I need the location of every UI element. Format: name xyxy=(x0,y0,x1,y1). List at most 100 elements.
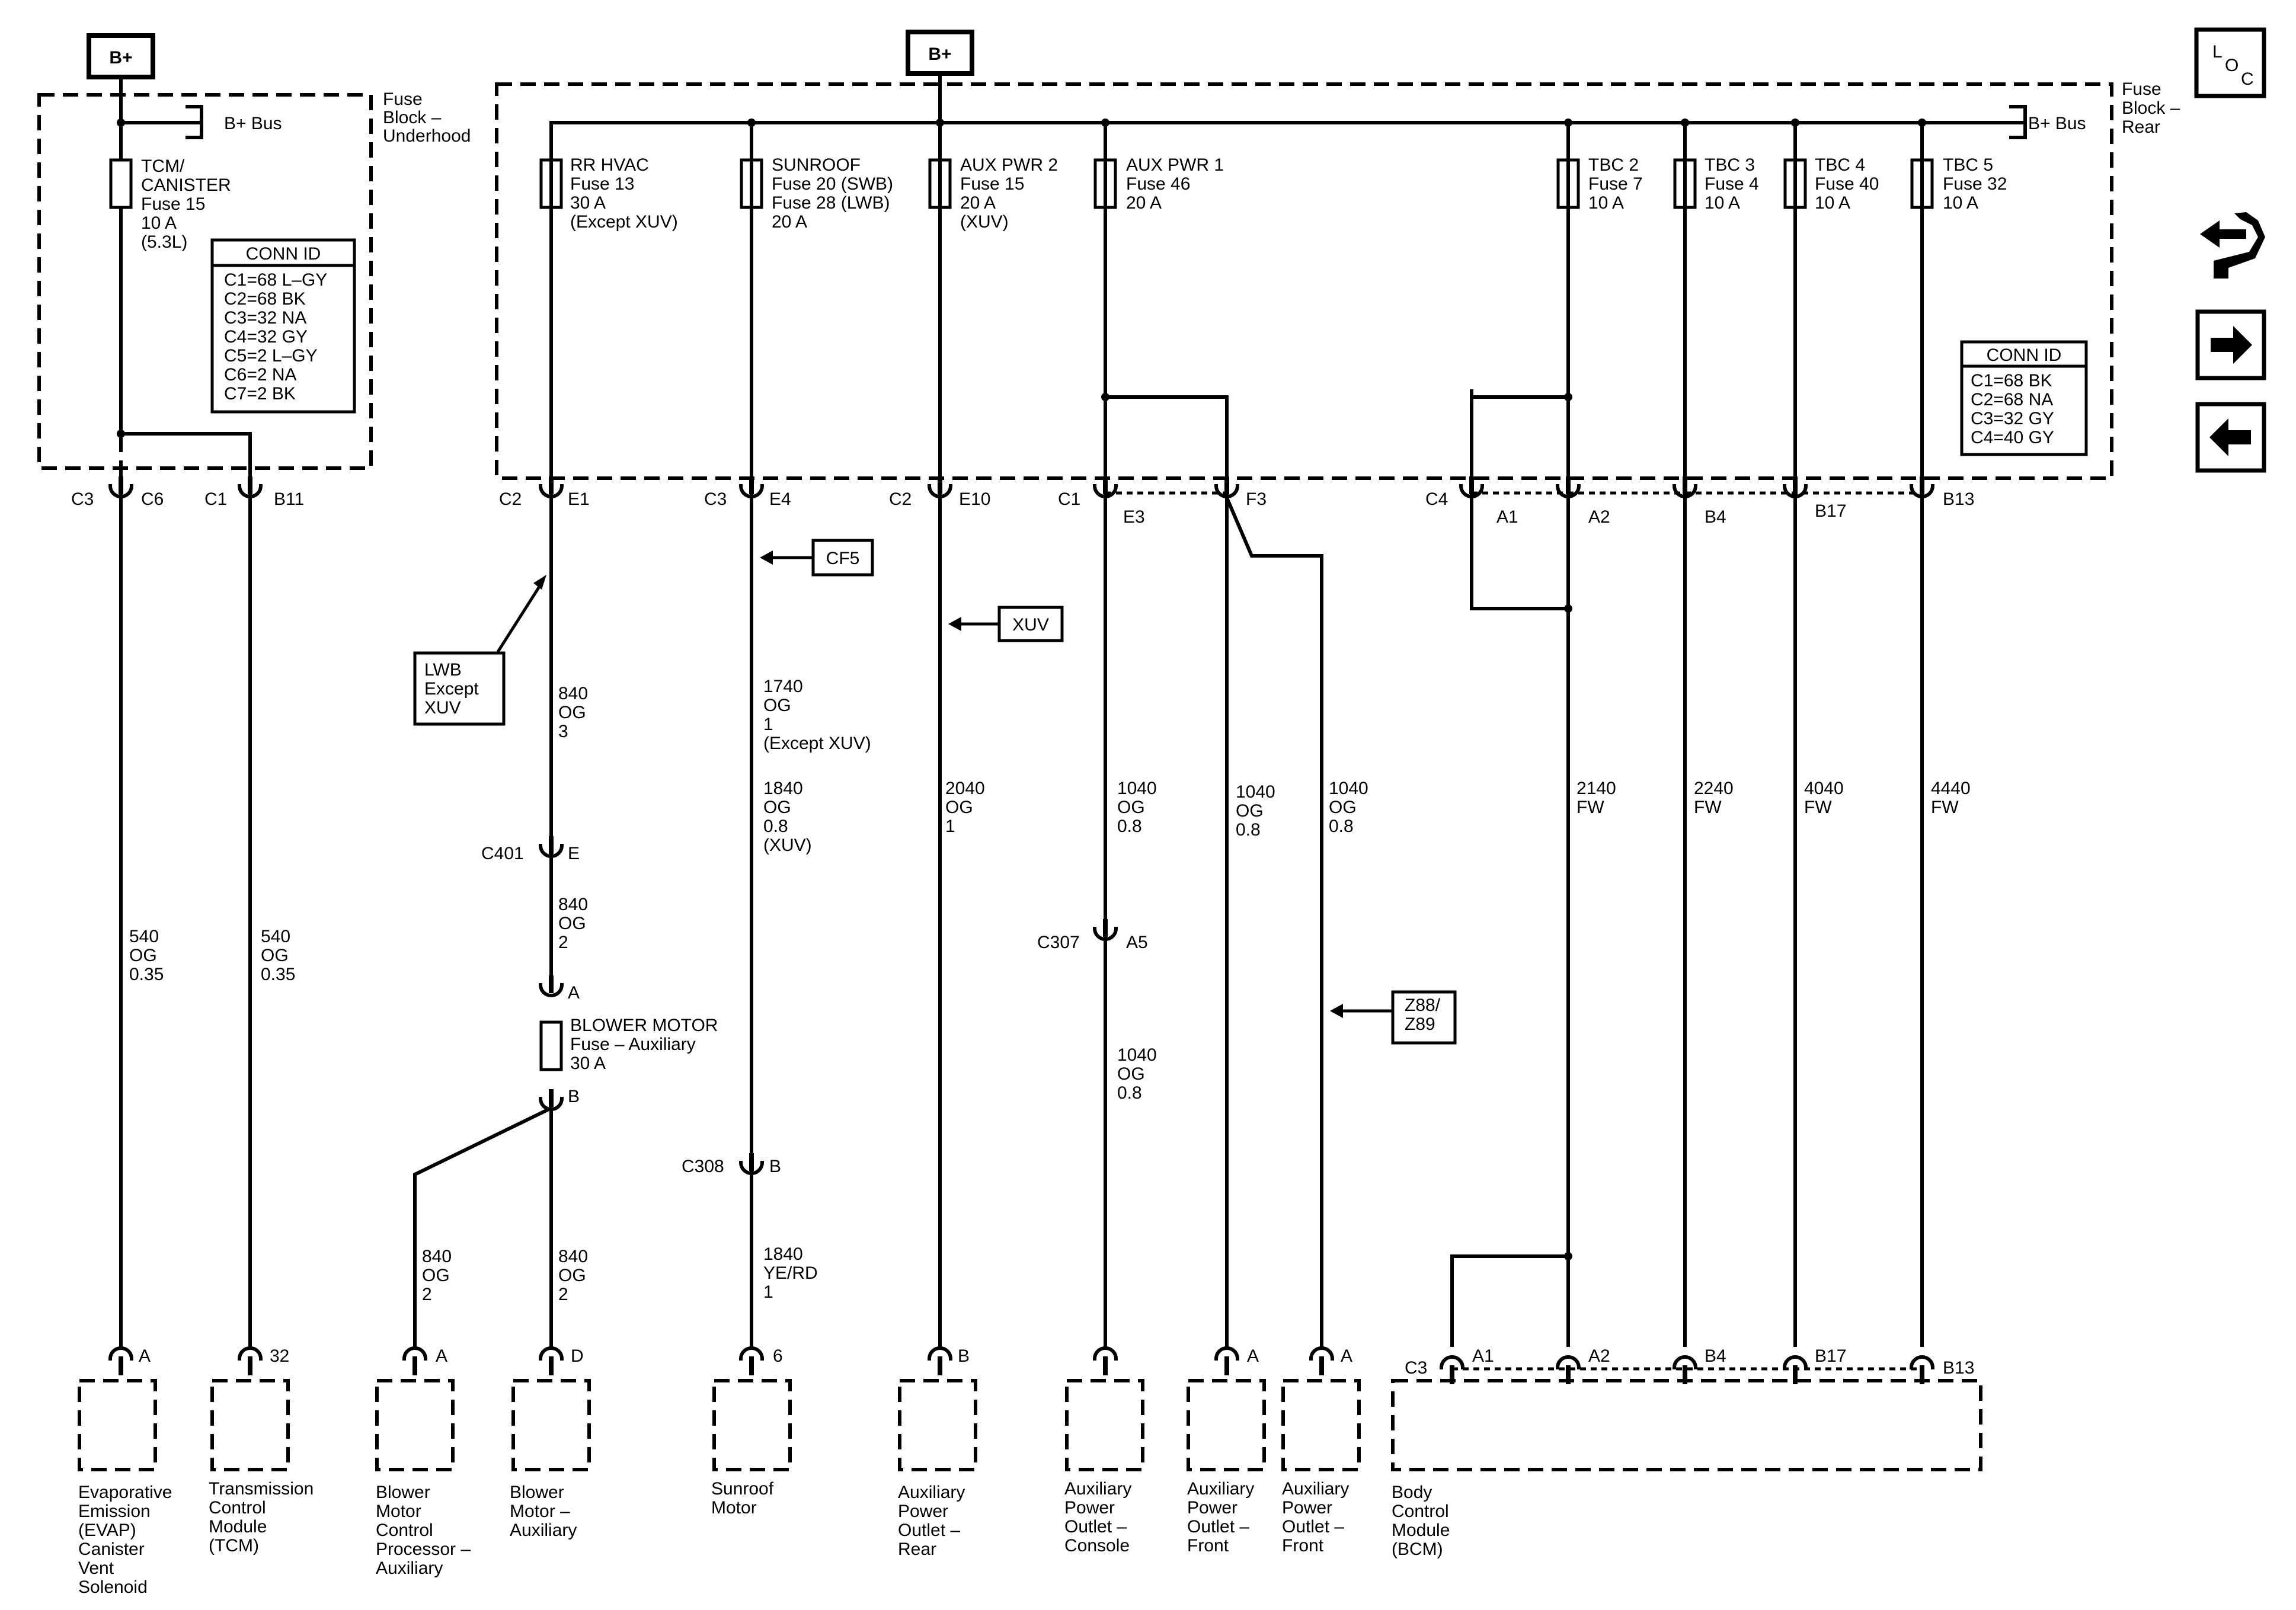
svg-text:Motor –: Motor – xyxy=(510,1502,570,1521)
connector-pin xyxy=(549,1356,554,1375)
harness-routing-icon[interactable] xyxy=(2200,212,2265,279)
svg-text:CF5: CF5 xyxy=(826,549,860,568)
svg-text:2: 2 xyxy=(558,1285,568,1304)
svg-text:Control: Control xyxy=(1392,1502,1449,1521)
svg-text:Sunroof: Sunroof xyxy=(711,1479,774,1499)
connector-pin xyxy=(1920,476,1924,494)
svg-text:A5: A5 xyxy=(1126,933,1148,952)
svg-text:TBC 3: TBC 3 xyxy=(1705,155,1755,175)
flag-xuv: XUV xyxy=(948,606,1064,642)
svg-text:Front: Front xyxy=(1282,1536,1324,1555)
svg-text:1040: 1040 xyxy=(1117,1045,1157,1065)
svg-text:Rear: Rear xyxy=(898,1539,936,1559)
svg-text:B13: B13 xyxy=(1943,1358,1974,1378)
svg-text:E: E xyxy=(568,844,580,863)
svg-text:C2=68 NA: C2=68 NA xyxy=(1971,390,2053,409)
connector-cup xyxy=(108,484,134,498)
svg-text:B13: B13 xyxy=(1943,489,1974,509)
svg-text:YE/RD: YE/RD xyxy=(763,1263,818,1283)
svg-text:540: 540 xyxy=(129,927,159,946)
svg-text:6: 6 xyxy=(773,1346,783,1366)
svg-text:FW: FW xyxy=(1804,798,1832,817)
svg-text:TBC 2: TBC 2 xyxy=(1588,155,1639,175)
previous-page-button[interactable] xyxy=(2195,402,2266,473)
svg-text:Fuse 40: Fuse 40 xyxy=(1815,174,1879,194)
svg-text:(5.3L): (5.3L) xyxy=(141,232,187,252)
svg-text:(TCM): (TCM) xyxy=(209,1536,259,1555)
svg-text:Z88/: Z88/ xyxy=(1405,996,1441,1015)
svg-text:A: A xyxy=(568,983,580,1003)
connector-pin xyxy=(412,1356,417,1375)
svg-text:SUNROOF: SUNROOF xyxy=(772,155,861,175)
svg-text:OG: OG xyxy=(1329,798,1357,817)
svg-text:840: 840 xyxy=(558,1247,588,1266)
svg-text:Power: Power xyxy=(1064,1498,1115,1518)
svg-text:OG: OG xyxy=(1117,1064,1145,1084)
connector-pin xyxy=(749,476,754,494)
svg-text:20 A: 20 A xyxy=(772,212,807,232)
connector-pin xyxy=(1566,1365,1571,1384)
svg-text:Canister: Canister xyxy=(78,1539,145,1559)
svg-text:C2=68 BK: C2=68 BK xyxy=(224,289,306,309)
connector-pin xyxy=(549,476,554,494)
svg-text:C5=2 L–GY: C5=2 L–GY xyxy=(224,346,318,366)
connector-cup xyxy=(1672,1355,1698,1370)
connector-cup xyxy=(1555,484,1581,498)
svg-text:C4=32 GY: C4=32 GY xyxy=(224,327,308,347)
svg-text:0.8: 0.8 xyxy=(1117,1083,1142,1103)
svg-text:C4: C4 xyxy=(1425,489,1448,509)
svg-text:Blower: Blower xyxy=(376,1483,430,1502)
next-page-button[interactable] xyxy=(2195,309,2266,380)
connector-pin xyxy=(938,476,942,494)
svg-text:1: 1 xyxy=(763,1282,773,1302)
svg-text:Except: Except xyxy=(424,679,479,699)
connector-symbols xyxy=(108,476,1935,1384)
svg-text:TBC 5: TBC 5 xyxy=(1943,155,1993,175)
svg-text:20 A: 20 A xyxy=(960,193,996,213)
svg-text:0.8: 0.8 xyxy=(1117,817,1142,836)
svg-text:1: 1 xyxy=(945,817,955,836)
svg-text:10 A: 10 A xyxy=(1815,193,1850,213)
svg-text:840: 840 xyxy=(422,1247,452,1266)
svg-text:A: A xyxy=(1247,1346,1259,1366)
svg-text:10 A: 10 A xyxy=(1943,193,1978,213)
flag-z88-z89: Z88/Z89 xyxy=(1330,990,1457,1045)
svg-text:B4: B4 xyxy=(1705,1346,1726,1366)
connector-cup xyxy=(1672,484,1698,498)
svg-text:C2: C2 xyxy=(889,489,912,509)
fuse-blower-motor: BLOWER MOTOR Fuse – Auxiliary 30 A xyxy=(539,1016,718,1073)
svg-text:CONN ID: CONN ID xyxy=(246,244,321,264)
flag-cf5: CF5 xyxy=(760,539,874,577)
connector-pin xyxy=(1683,476,1687,494)
svg-text:OG: OG xyxy=(261,946,289,965)
svg-text:540: 540 xyxy=(261,927,290,946)
svg-text:Fuse 15: Fuse 15 xyxy=(141,194,205,214)
svg-text:OG: OG xyxy=(422,1266,450,1285)
connector-pin xyxy=(1103,919,1108,937)
svg-text:Fuse 7: Fuse 7 xyxy=(1588,174,1643,194)
svg-text:10 A: 10 A xyxy=(1588,193,1624,213)
location-icon[interactable]: L O C xyxy=(2194,27,2266,98)
bplus-bus-label: B+ Bus xyxy=(2028,114,2086,133)
svg-text:C1=68 L–GY: C1=68 L–GY xyxy=(224,270,327,290)
svg-text:C4=40 GY: C4=40 GY xyxy=(1971,428,2054,447)
svg-text:Fuse 20 (SWB): Fuse 20 (SWB) xyxy=(772,174,893,194)
connector-pin xyxy=(1566,476,1571,494)
connector-cup xyxy=(538,484,564,498)
svg-text:A2: A2 xyxy=(1588,507,1610,527)
svg-text:(EVAP): (EVAP) xyxy=(78,1521,136,1540)
svg-text:Control: Control xyxy=(209,1498,266,1518)
connector-pin xyxy=(1319,1356,1324,1375)
fuse-tcm-label: TCM/ CANISTER Fuse 15 10 A (5.3L) xyxy=(141,156,231,252)
svg-text:Fuse 15: Fuse 15 xyxy=(960,174,1024,194)
svg-text:Solenoid: Solenoid xyxy=(78,1577,148,1597)
connector-pin xyxy=(1793,1365,1798,1384)
